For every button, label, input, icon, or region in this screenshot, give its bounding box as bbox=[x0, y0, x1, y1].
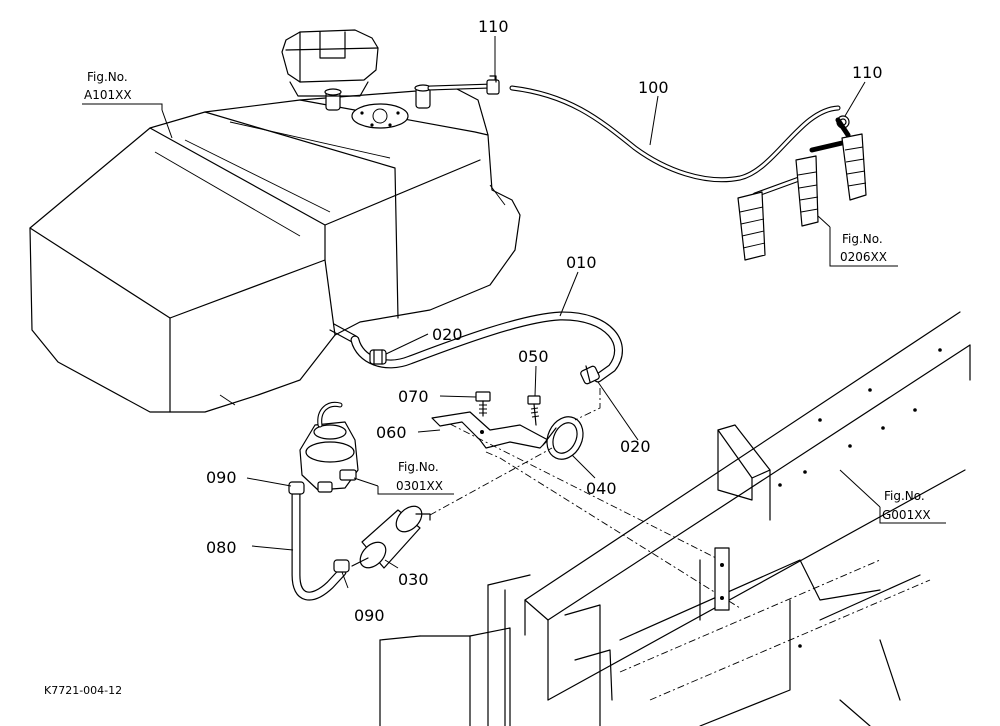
callout-010: 010 bbox=[566, 253, 597, 272]
svg-text:Fig.No.: Fig.No. bbox=[884, 489, 925, 503]
fuel-hose bbox=[350, 311, 623, 383]
fig-ref-tank: Fig.No. A101XX bbox=[82, 70, 163, 110]
callout-070: 070 bbox=[398, 387, 429, 406]
hose-clamp-d bbox=[333, 559, 350, 573]
svg-text:Fig.No.: Fig.No. bbox=[842, 232, 883, 246]
svg-text:Fig.No.: Fig.No. bbox=[87, 70, 128, 84]
callout-030: 030 bbox=[398, 570, 429, 589]
svg-text:Fig.No.: Fig.No. bbox=[398, 460, 439, 474]
callout-020-left: 020 bbox=[432, 325, 463, 344]
callout-080: 080 bbox=[206, 538, 237, 557]
drawing-code: K7721-004-12 bbox=[44, 684, 122, 697]
fig-ref-injectors: Fig.No. 0206XX bbox=[829, 227, 898, 267]
callout-040: 040 bbox=[586, 479, 617, 498]
svg-text:G001XX: G001XX bbox=[882, 508, 931, 522]
fig-ref-frame: Fig.No. G001XX bbox=[879, 489, 946, 524]
fuel-pump bbox=[299, 401, 359, 493]
screw bbox=[527, 395, 541, 426]
injector-assembly bbox=[737, 117, 867, 261]
callout-100: 100 bbox=[638, 78, 669, 97]
callout-110-right: 110 bbox=[852, 63, 883, 82]
fuel-tank bbox=[29, 29, 521, 413]
callout-090-upper: 090 bbox=[206, 468, 237, 487]
fig-ref-pump: Fig.No. 0301XX bbox=[377, 460, 454, 495]
fuel-filter bbox=[351, 505, 431, 569]
svg-text:0206XX: 0206XX bbox=[840, 250, 887, 264]
return-hose bbox=[427, 83, 841, 183]
filter-bracket bbox=[431, 411, 549, 449]
svg-text:A101XX: A101XX bbox=[84, 88, 132, 102]
callout-110-upper: 110 bbox=[478, 17, 509, 36]
callout-050: 050 bbox=[518, 347, 549, 366]
hose-clip-upper bbox=[486, 75, 500, 95]
callout-060: 060 bbox=[376, 423, 407, 442]
svg-text:0301XX: 0301XX bbox=[396, 479, 443, 493]
hose-clamp-c bbox=[288, 481, 305, 495]
filter-band bbox=[542, 416, 584, 460]
hose-clamp-b bbox=[580, 365, 600, 385]
pump-hose bbox=[291, 487, 347, 601]
callout-020-right: 020 bbox=[620, 437, 651, 456]
frame bbox=[379, 311, 971, 726]
hose-clamp-a bbox=[369, 349, 387, 365]
callout-090-lower: 090 bbox=[354, 606, 385, 625]
bolt bbox=[475, 391, 491, 417]
